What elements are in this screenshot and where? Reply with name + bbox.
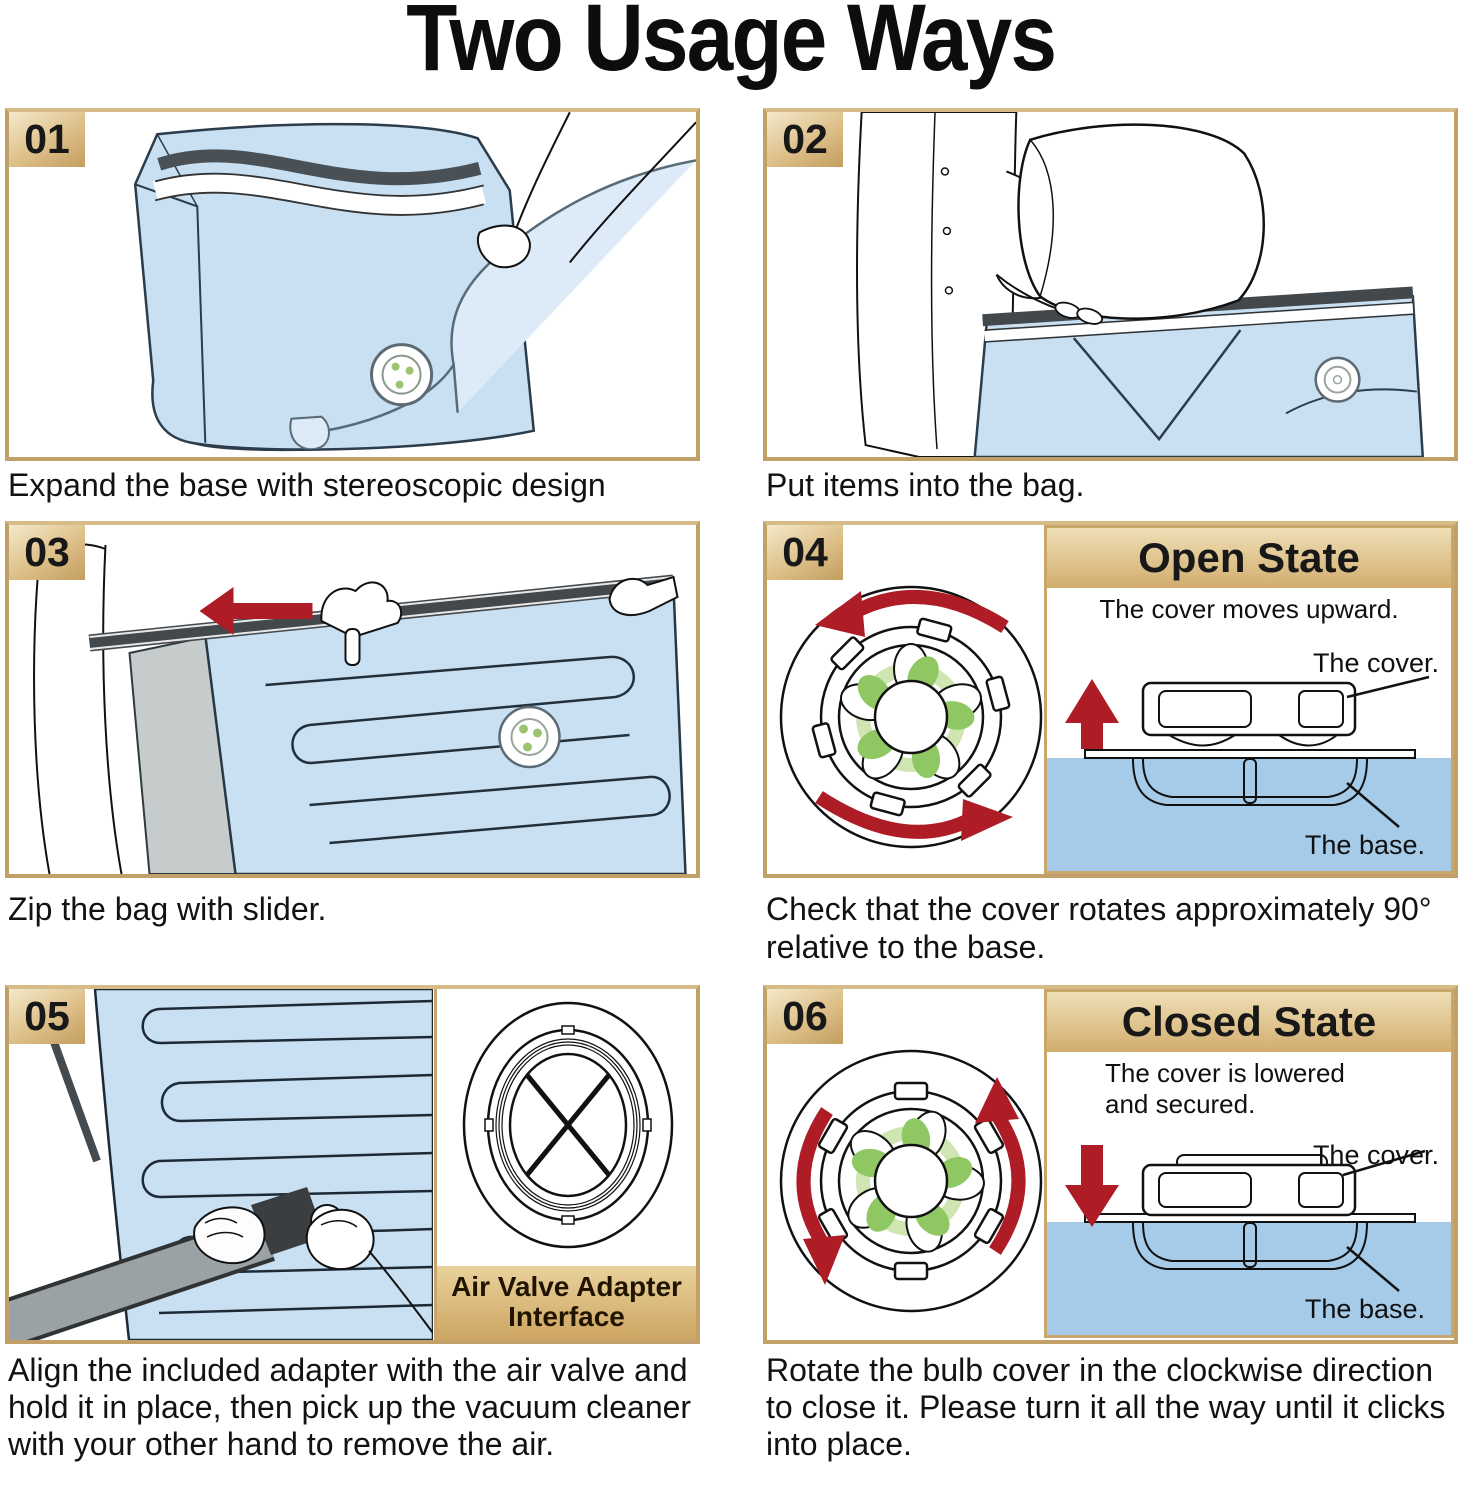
cover-label: The cover. bbox=[1312, 648, 1439, 678]
adapter-interface-icon bbox=[462, 1001, 674, 1249]
valve-rotation-open-illustration bbox=[779, 585, 1043, 849]
step-panel-01: 01 bbox=[5, 108, 700, 461]
step-caption: Expand the base with stereoscopic design bbox=[8, 467, 606, 503]
step-panel-06: 06 Closed State bbox=[763, 985, 1458, 1344]
left-hand bbox=[193, 1206, 266, 1265]
pillow-shape bbox=[1017, 123, 1266, 320]
step-caption: Check that the cover rotates approximate… bbox=[766, 891, 1432, 965]
adapter-interface-inset: Air Valve Adapter Interface bbox=[434, 989, 696, 1340]
step-caption: Zip the bag with slider. bbox=[8, 891, 327, 927]
closed-state-title: Closed State bbox=[1047, 992, 1451, 1052]
adapter-interface-label: Air Valve Adapter Interface bbox=[437, 1266, 696, 1340]
holding-hand bbox=[608, 575, 679, 616]
step-panel-02: 02 bbox=[763, 108, 1458, 461]
step-number-badge: 05 bbox=[9, 989, 85, 1044]
page-title: Two Usage Ways bbox=[0, 0, 1462, 93]
open-state-panel: Open State The cover moves upward. bbox=[1044, 525, 1454, 874]
bag-shape bbox=[973, 286, 1425, 457]
open-state-diagram bbox=[1047, 675, 1451, 871]
step-number-badge: 03 bbox=[9, 525, 85, 580]
step-number-badge: 02 bbox=[767, 112, 843, 167]
closed-state-diagram bbox=[1047, 1145, 1451, 1335]
base-label: The base. bbox=[1304, 830, 1425, 860]
step-number-badge: 06 bbox=[767, 989, 843, 1044]
zipper-band bbox=[152, 149, 486, 216]
counterclockwise-arrows bbox=[815, 590, 1013, 841]
clockwise-arrows bbox=[796, 1077, 1026, 1285]
expand-bag-illustration bbox=[133, 112, 696, 452]
right-hand bbox=[305, 1208, 375, 1271]
zip-bag-illustration bbox=[33, 543, 687, 874]
step-number-badge: 04 bbox=[767, 525, 843, 580]
vacuum-hose-illustration bbox=[9, 989, 433, 1340]
put-items-illustration bbox=[855, 112, 1425, 457]
closed-state-panel: Closed State The cover is lowered and se… bbox=[1044, 989, 1454, 1338]
cover-shape bbox=[1141, 1154, 1357, 1217]
open-state-description: The cover moves upward. bbox=[1099, 594, 1399, 624]
step-panel-04: 04 Open State bbox=[763, 521, 1458, 878]
left-arrow-icon bbox=[199, 587, 313, 635]
down-arrow-icon bbox=[1065, 1145, 1119, 1227]
closed-state-description: The cover is lowered and secured. bbox=[1105, 1058, 1345, 1119]
cover-shape bbox=[1141, 681, 1357, 737]
step-caption: Put items into the bag. bbox=[766, 467, 1085, 503]
open-state-title: Open State bbox=[1047, 528, 1451, 588]
base-label: The base. bbox=[1304, 1294, 1425, 1324]
step-number-badge: 01 bbox=[9, 112, 85, 167]
up-arrow-icon bbox=[1065, 679, 1119, 749]
quilt-channels bbox=[265, 655, 671, 845]
step-panel-03: 03 bbox=[5, 521, 700, 878]
valve-rotation-closed-illustration bbox=[779, 1049, 1043, 1313]
step-caption: Rotate the bulb cover in the clockwise d… bbox=[766, 1352, 1446, 1462]
page-title-text: Two Usage Ways bbox=[406, 0, 1057, 91]
step-panel-05: 05 bbox=[5, 985, 700, 1344]
slider-hand bbox=[320, 581, 403, 666]
step-caption: Align the included adapter with the air … bbox=[8, 1352, 692, 1462]
air-valve-icon bbox=[370, 343, 434, 407]
cover-label: The cover. bbox=[1312, 1140, 1439, 1170]
air-valve-icon bbox=[498, 705, 561, 769]
air-valve-icon bbox=[1314, 356, 1361, 403]
